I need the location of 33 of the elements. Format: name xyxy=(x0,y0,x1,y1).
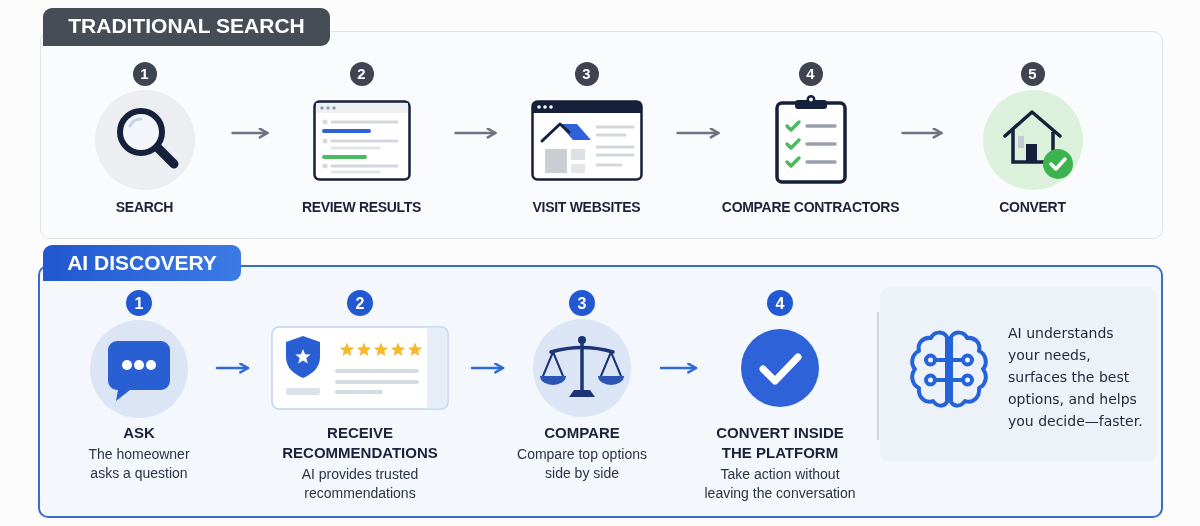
summary-text: AI understands your needs, surfaces the best options, and helps you decide—faster. xyxy=(1008,324,1144,431)
step-number: 4 xyxy=(798,61,823,86)
step-title: RECEIVE RECOMMENDATIONS xyxy=(281,423,439,463)
arrow xyxy=(454,127,497,139)
step-title: SEARCH xyxy=(115,197,174,216)
arrow xyxy=(215,362,250,374)
step-number: 3 xyxy=(569,290,595,316)
step-title: VISIT WEBSITES xyxy=(532,197,641,216)
step-description: Compare top options side by side xyxy=(516,445,648,483)
step-title: CONVERT INSIDE THE PLATFORM xyxy=(715,423,845,463)
step-number: 2 xyxy=(347,290,373,316)
arrow xyxy=(901,127,943,139)
step-description: The homeowner asks a question xyxy=(87,445,191,483)
step-title: CONVERT xyxy=(999,197,1066,216)
step-number: 1 xyxy=(132,61,157,86)
step-number: 2 xyxy=(349,61,374,86)
step-title: REVIEW RESULTS xyxy=(301,197,422,216)
arrow xyxy=(231,127,269,139)
arrow xyxy=(659,362,698,374)
step-number: 4 xyxy=(767,290,793,316)
step-description: Take action without leaving the conversation xyxy=(703,465,857,503)
step-number: 1 xyxy=(126,290,152,316)
arrow xyxy=(676,127,720,139)
step-description: AI provides trusted recommendations xyxy=(300,465,420,503)
step-title: COMPARE CONTRACTORS xyxy=(721,197,900,216)
section-heading-tab: AI DISCOVERY xyxy=(43,245,241,281)
step-number: 5 xyxy=(1020,61,1045,86)
step-title: COMPARE xyxy=(544,423,620,443)
arrow xyxy=(470,362,505,374)
step-title: ASK xyxy=(123,423,155,443)
info-card xyxy=(880,287,1157,462)
step-number: 3 xyxy=(574,61,599,86)
section-heading-tab: TRADITIONAL SEARCH xyxy=(43,8,330,46)
